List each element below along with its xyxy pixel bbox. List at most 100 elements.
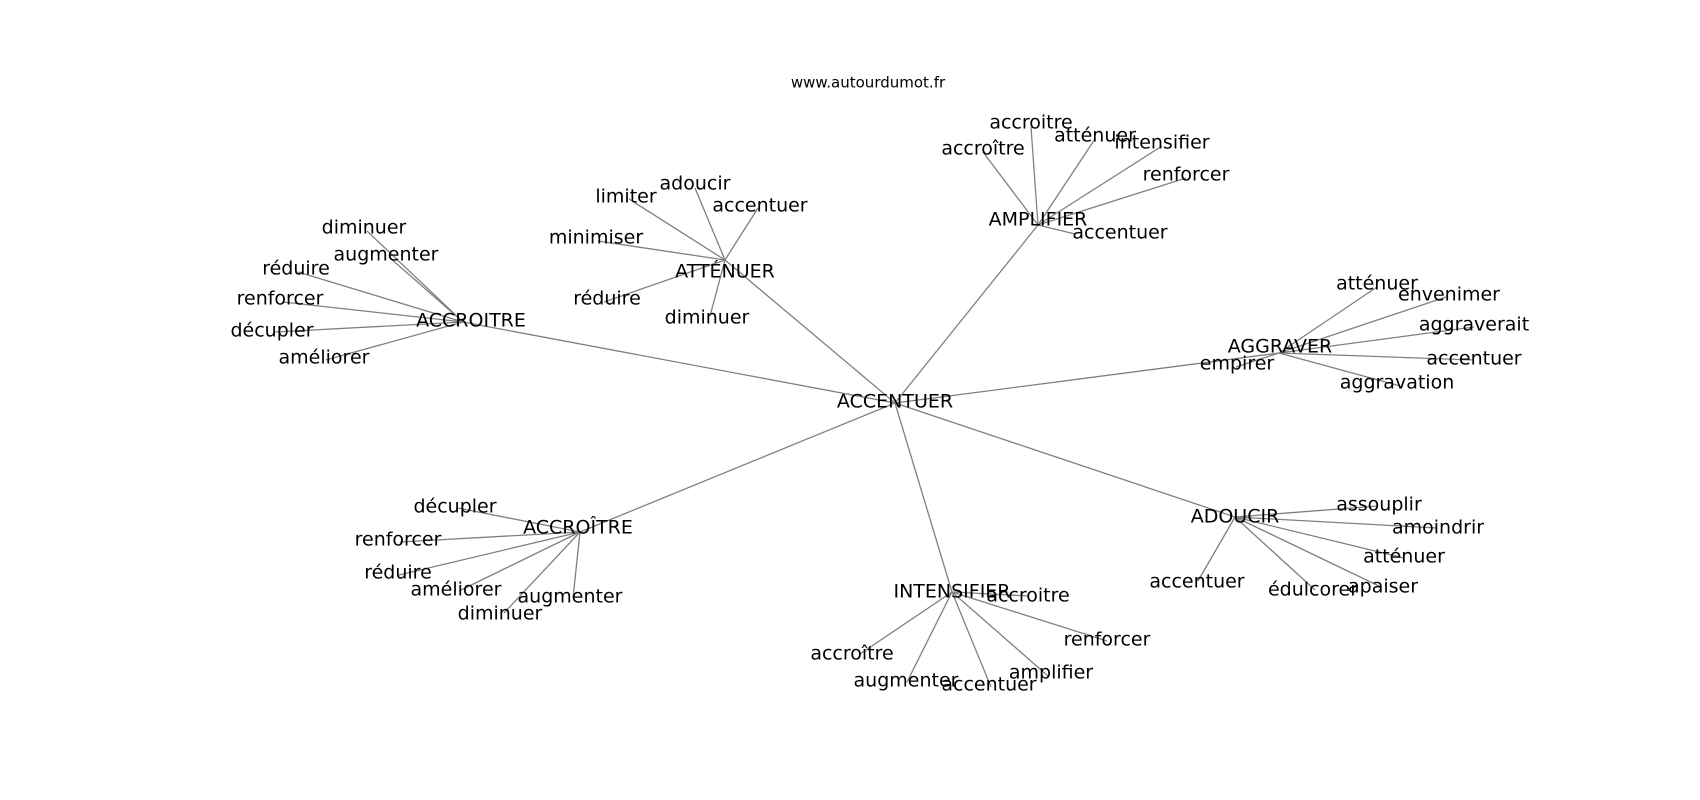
edge-hub-leaf	[458, 531, 581, 592]
leaf-node: accroitre	[989, 112, 1072, 134]
leaf-node: aggravation	[1340, 372, 1455, 394]
leaf-node: augmenter	[854, 670, 959, 692]
leaf-node: réduire	[573, 288, 641, 310]
edge-hub-leaf	[572, 531, 581, 599]
edge-hub-leaf	[1037, 177, 1187, 226]
edge-hub-leaf	[398, 531, 581, 576]
edge-center-hub	[894, 402, 1236, 518]
site-label: www.autourdumot.fr	[791, 74, 946, 92]
edge-center-hub	[724, 259, 896, 404]
hub-node: ACCROÎTRE	[523, 516, 633, 539]
edge-center-hub	[894, 402, 953, 593]
leaf-node: décupler	[413, 496, 496, 518]
edge-hub-leaf	[1234, 505, 1379, 518]
edge-hub-leaf	[1197, 516, 1236, 582]
edge-hub-leaf	[1234, 516, 1405, 559]
edge-hub-leaf	[1030, 126, 1039, 226]
hub-node: ADOUCIR	[1191, 506, 1280, 528]
leaf-node: accentuer	[1149, 571, 1244, 593]
leaf-node: empirer	[1200, 353, 1275, 375]
leaf-node: améliorer	[411, 579, 502, 601]
edge-hub-leaf	[1234, 516, 1316, 591]
edge-hub-leaf	[325, 321, 464, 361]
edge-hub-leaf	[1037, 145, 1163, 226]
leaf-node: édulcorer	[1268, 579, 1358, 601]
leaf-node: atténuer	[1336, 273, 1418, 295]
leaf-node: réduire	[364, 562, 432, 584]
leaf-node: minimiser	[549, 227, 643, 249]
edge-hub-leaf	[1278, 326, 1475, 354]
leaf-node: augmenter	[518, 586, 623, 608]
leaf-node: assouplir	[1336, 494, 1422, 516]
leaf-node: atténuer	[1363, 546, 1445, 568]
leaf-node: accroître	[810, 643, 893, 665]
edge-hub-leaf	[982, 151, 1039, 226]
edge-hub-leaf	[951, 591, 1108, 642]
leaf-node: amplifier	[1009, 662, 1093, 684]
leaf-node: accentuer	[941, 674, 1036, 696]
leaf-node: diminuer	[322, 217, 407, 239]
edge-hub-leaf	[597, 240, 726, 261]
edge-hub-leaf	[282, 301, 464, 323]
hub-node: AMPLIFIER	[989, 209, 1088, 231]
labels-layer: www.autourdumot.fr ATTÉNUER adoucirlimite…	[230, 74, 1529, 696]
edge-hub-leaf	[457, 507, 581, 533]
leaf-node: renforcer	[355, 529, 442, 551]
edge-hub-leaf	[388, 256, 464, 323]
leaf-node: apaiser	[1348, 576, 1418, 598]
leaf-node: renforcer	[237, 288, 324, 310]
edge-hub-leaf	[1234, 516, 1382, 588]
leaf-node: envenimer	[1398, 284, 1500, 306]
edge-hub-leaf	[274, 321, 464, 333]
edge-center-hub	[579, 402, 896, 533]
edge-hub-leaf	[951, 591, 1029, 597]
edge-hub-leaf	[1278, 352, 1401, 387]
edge-hub-leaf	[709, 259, 726, 317]
edge-center-hub	[894, 352, 1280, 404]
edge-hub-leaf	[1234, 516, 1438, 529]
edge-hub-leaf	[603, 259, 726, 303]
edge-hub-leaf	[503, 531, 581, 614]
edge-hub-leaf	[1037, 138, 1096, 226]
edges-layer	[274, 126, 1475, 688]
leaf-node: adoucir	[660, 173, 731, 195]
edge-hub-leaf	[859, 591, 953, 655]
leaf-node: atténuer	[1054, 125, 1136, 147]
edge-hub-leaf	[906, 591, 953, 683]
leaf-node: renforcer	[1064, 629, 1151, 651]
edge-hub-leaf	[1278, 296, 1447, 354]
edge-hub-leaf	[1037, 224, 1076, 235]
leaf-node: limiter	[595, 186, 656, 208]
leaf-node: accentuer	[1072, 222, 1167, 244]
center-node: ACCENTUER	[837, 391, 953, 413]
edge-center-hub	[894, 224, 1039, 404]
leaf-node: diminuer	[665, 307, 750, 329]
edge-hub-leaf	[366, 230, 464, 323]
leaf-node: accentuer	[712, 195, 807, 217]
leaf-node: augmenter	[334, 244, 439, 266]
edge-hub-leaf	[1278, 352, 1475, 361]
leaf-node: améliorer	[279, 347, 370, 369]
hub-node: INTENSIFIER	[893, 581, 1010, 603]
leaf-node: renforcer	[1143, 164, 1230, 186]
edge-hub-leaf	[694, 187, 726, 261]
leaf-node: accroitre	[986, 585, 1069, 607]
edge-hub-leaf	[297, 271, 464, 323]
edge-hub-leaf	[724, 207, 759, 261]
leaf-node: accroître	[941, 138, 1024, 160]
edge-center-hub	[462, 321, 896, 404]
hub-node: AGGRAVER	[1228, 336, 1333, 358]
hub-node: ACCROITRE	[416, 310, 526, 332]
leaf-node: décupler	[230, 320, 313, 342]
edge-hub-leaf	[1278, 286, 1378, 354]
leaf-node: intensifier	[1114, 132, 1209, 154]
leaf-node: amoindrir	[1392, 517, 1484, 539]
edge-hub-leaf	[951, 591, 992, 688]
leaf-node: diminuer	[458, 603, 543, 625]
leaf-node: réduire	[262, 258, 330, 280]
leaf-node: accentuer	[1426, 348, 1521, 370]
hub-node: ATTÉNUER	[675, 260, 775, 283]
edge-hub-leaf	[399, 531, 581, 543]
leaf-node: aggraverait	[1419, 314, 1529, 336]
